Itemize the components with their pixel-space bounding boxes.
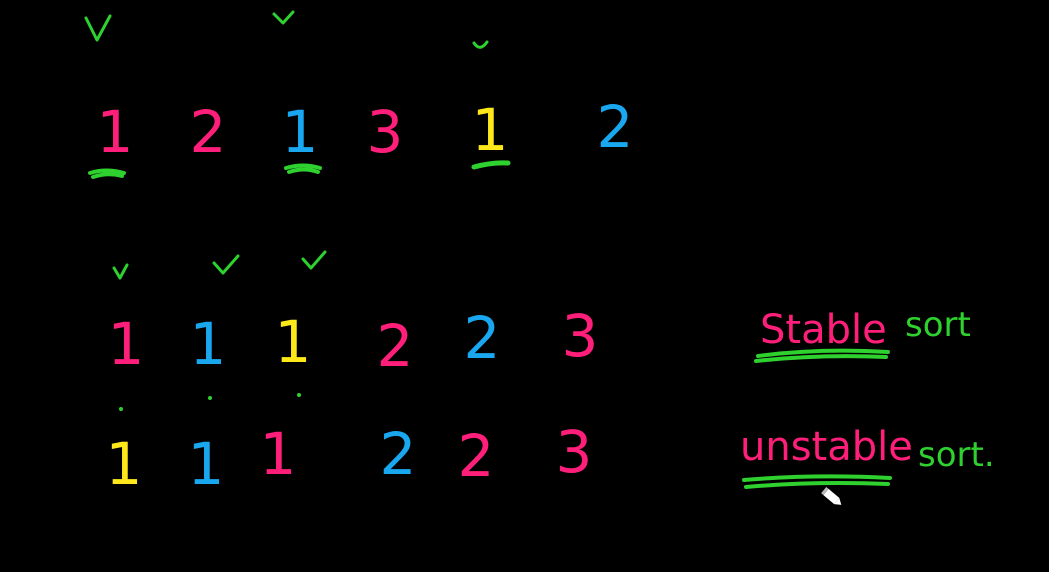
unstable-item-3: 1 — [260, 420, 297, 488]
underline-icon — [742, 474, 892, 489]
stable-item-4: 2 — [377, 312, 414, 380]
stable-row: 1 1 1 2 2 3 — [108, 250, 599, 411]
pencil-cursor-icon — [821, 487, 842, 505]
original-item-4: 3 — [367, 98, 404, 166]
original-item-6: 2 — [597, 93, 634, 161]
underline-icon — [88, 168, 126, 179]
check-icon — [212, 254, 240, 275]
unstable-row: 1 1 1 2 2 3 — [106, 418, 593, 498]
check-icon — [112, 263, 129, 280]
check-icon — [84, 14, 112, 42]
underline-icon — [471, 160, 511, 170]
original-row: 1 2 1 3 1 2 — [84, 10, 634, 179]
check-icon — [272, 10, 295, 25]
dot-mark — [297, 393, 301, 397]
stable-sort-word: sort — [905, 305, 971, 345]
stable-item-2: 1 — [190, 310, 227, 378]
unstable-item-5: 2 — [458, 422, 495, 490]
stable-item-3: 1 — [275, 308, 312, 376]
check-icon — [301, 250, 327, 270]
stable-sort-label: Stable sort — [754, 305, 971, 363]
dot-mark — [208, 396, 212, 400]
unstable-sort-label: unstable sort. — [740, 424, 995, 489]
underline-icon — [284, 163, 322, 174]
unstable-sort-word: sort. — [918, 435, 995, 475]
underline-icon — [754, 348, 890, 363]
unstable-item-4: 2 — [380, 420, 417, 488]
unstable-item-6: 3 — [556, 418, 593, 486]
original-item-3: 1 — [282, 98, 319, 166]
unstable-item-2: 1 — [188, 430, 225, 498]
original-item-2: 2 — [190, 98, 227, 166]
original-item-5: 1 — [472, 96, 509, 164]
unstable-word: unstable — [740, 424, 913, 470]
dot-mark — [119, 407, 123, 411]
stable-word: Stable — [760, 307, 887, 353]
check-icon — [472, 40, 489, 49]
stable-item-1: 1 — [108, 310, 145, 378]
stable-item-5: 2 — [464, 304, 501, 372]
stable-item-6: 3 — [562, 302, 599, 370]
unstable-item-1: 1 — [106, 430, 143, 498]
original-item-1: 1 — [97, 98, 134, 166]
